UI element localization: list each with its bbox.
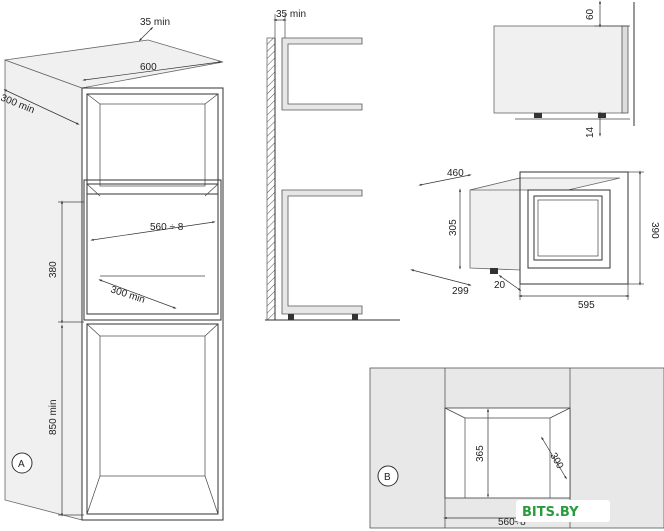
microwave-perspective: 460 305 390 299 20 595: [410, 168, 660, 311]
mw-20-line: [498, 274, 522, 292]
marker-a: [11, 452, 33, 474]
side-foot-right: [352, 314, 358, 320]
dim-380-label: 380: [48, 261, 59, 278]
mw-305-label: 305: [448, 219, 459, 236]
dim-gap-label: 35 min: [140, 17, 170, 28]
dim-depth-line: [3, 89, 80, 125]
dim-width-label: 600: [140, 62, 157, 73]
microwave-side-view: 60 14: [493, 0, 635, 138]
wall-hatch: [266, 37, 276, 321]
mw-frame: [519, 171, 629, 285]
mw-door: [527, 189, 611, 269]
mw-width-label: 595: [578, 300, 595, 311]
side-lower-cabinet: [281, 189, 363, 315]
dim-inner-label: 560 ÷ 8: [150, 222, 184, 233]
cabinet-a: 35 min 600 300 min 560 ÷ 8 380 300 min 8…: [0, 17, 224, 521]
dim-850-label: 850 min: [48, 399, 59, 435]
mw-box-top: [469, 177, 621, 191]
watermark: BITS.BY: [516, 500, 610, 522]
dim-inner-line: [90, 221, 216, 241]
lower-opening: [86, 323, 219, 515]
side-upper-cabinet: [281, 37, 363, 111]
marker-b-label: B: [384, 472, 391, 483]
dim-depth2-line: [98, 279, 177, 309]
marker-a-label: A: [18, 459, 25, 470]
dim-width-line: [82, 61, 222, 81]
mw-side-body: [493, 25, 625, 114]
marker-b: [377, 465, 399, 487]
mw-depth-line: [418, 174, 472, 186]
mw-390-label: 390: [649, 222, 660, 239]
mw-299-label: 299: [452, 286, 469, 297]
dim-depth2-label: 300 min: [109, 284, 146, 305]
niche-b-opening: [444, 407, 571, 499]
b-depth-line: [541, 436, 567, 480]
side-gap-label: 35 min: [276, 9, 306, 20]
mw-299-line: [410, 269, 472, 286]
mw-side-front: [621, 25, 629, 114]
mw-bottom-label: 14: [585, 126, 596, 138]
niche-frame: [83, 179, 222, 321]
watermark-box: [516, 500, 610, 522]
cabinet-front: [81, 87, 224, 521]
mw-top-label: 60: [585, 8, 596, 20]
upper-opening: [86, 93, 219, 195]
b-height-label: 365: [475, 445, 486, 462]
mw-depth-label: 460: [447, 168, 464, 179]
microwave-niche: [86, 183, 219, 315]
mw-box-side: [469, 177, 521, 271]
cabinet-side-panel: [4, 59, 83, 521]
b-width-label: 560÷8: [498, 517, 526, 528]
mw-window: [533, 195, 603, 261]
watermark-text: BITS.BY: [522, 505, 579, 520]
mw-20-label: 20: [494, 280, 506, 291]
dim-gap-line: [138, 26, 154, 42]
side-foot-left: [288, 314, 294, 320]
side-section: 35 min: [265, 9, 400, 321]
